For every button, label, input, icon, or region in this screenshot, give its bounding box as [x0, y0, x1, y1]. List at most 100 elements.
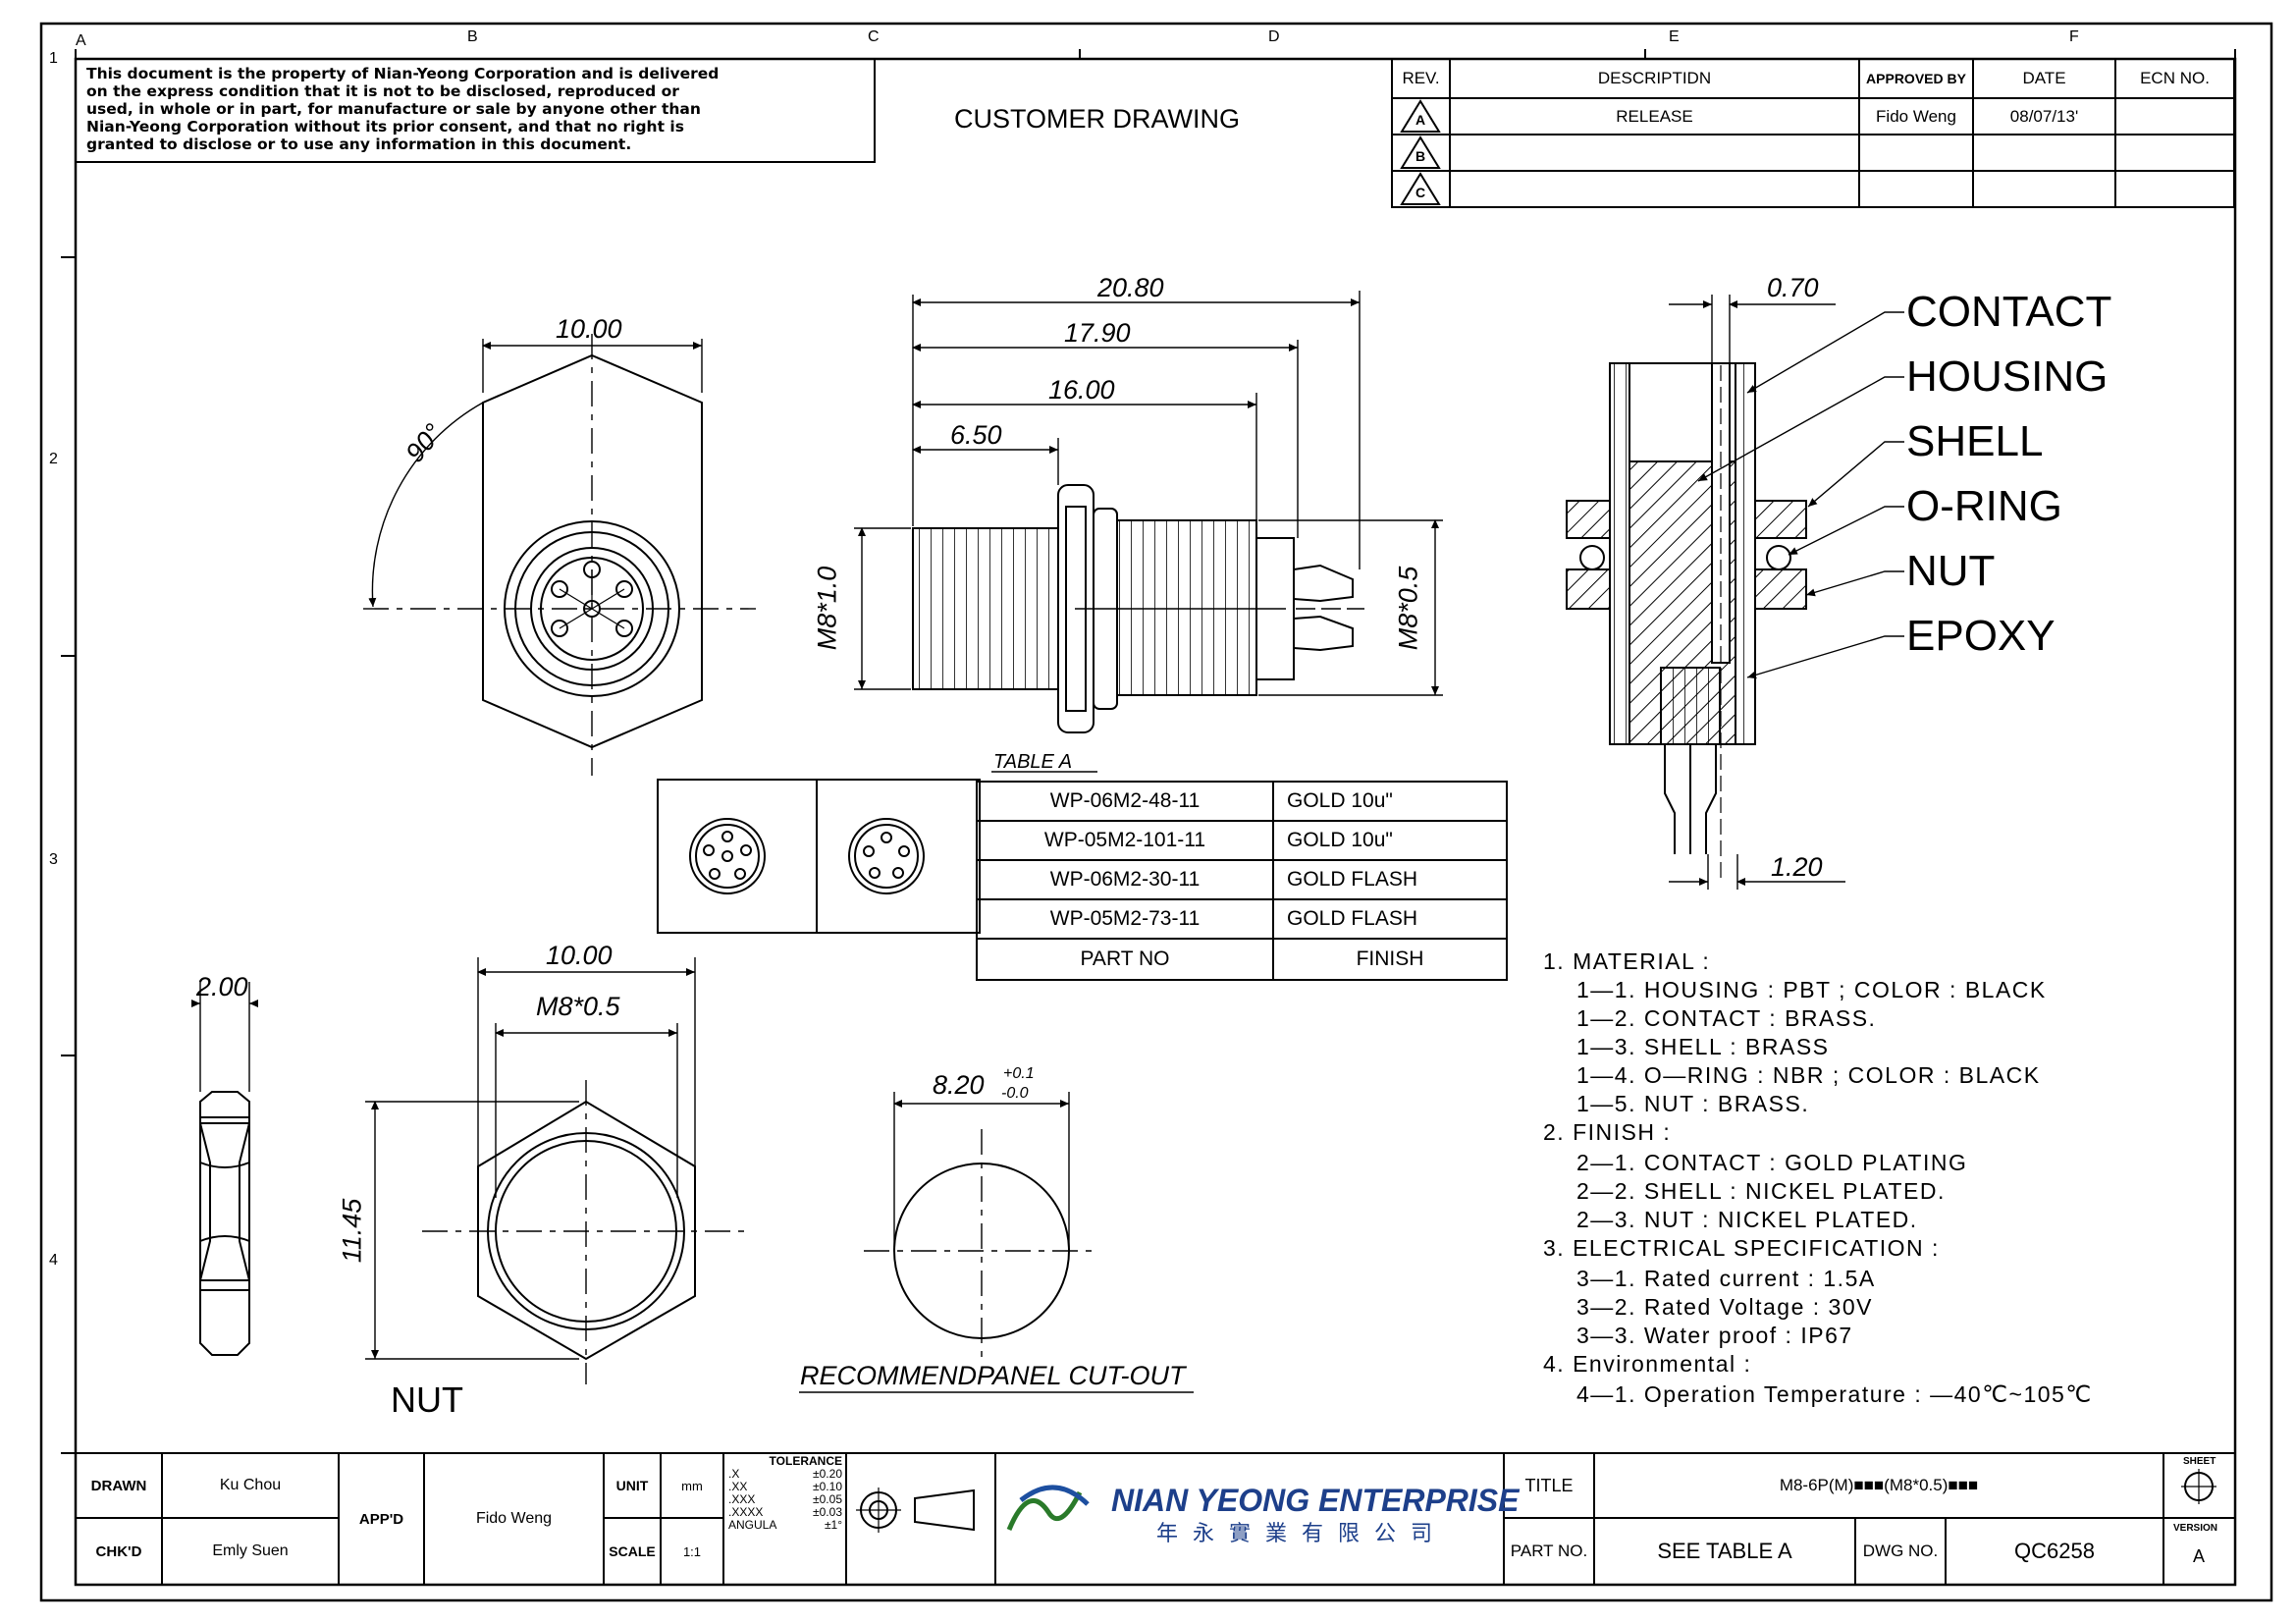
tolerance-value: ±0.03: [813, 1505, 842, 1519]
table-a-title: TABLE A: [993, 751, 1073, 773]
side-dim-6-50: 6.50: [950, 420, 1002, 450]
note-item: 3—2. Rated Voltage : 30V: [1576, 1294, 1873, 1320]
chkd-value: Emly Suen: [212, 1542, 289, 1559]
table-a-finish-3: GOLD FLASH: [1287, 868, 1418, 891]
note-item: 1—5. NUT : BRASS.: [1576, 1091, 1810, 1116]
front-view: [363, 334, 756, 776]
description-header: DESCRIPTIDN: [1597, 69, 1712, 87]
tolerance-key: .XXXX: [728, 1505, 764, 1519]
nut-label: NUT: [391, 1380, 463, 1420]
table-a-finish-1: GOLD 10u": [1287, 789, 1393, 812]
nut-width-dim: 10.00: [546, 941, 613, 970]
zone-col-d: D: [1268, 28, 1280, 45]
nut-side-view: [191, 982, 258, 1356]
note-item: 3—3. Water proof : IP67: [1576, 1323, 1853, 1348]
cutout-tol-minus: -0.0: [1001, 1085, 1029, 1102]
note-item: 1—2. CONTACT : BRASS.: [1576, 1005, 1877, 1031]
note-item: 1—4. O—RING : NBR ; COLOR : BLACK: [1576, 1062, 2041, 1088]
note-heading: 4. Environmental :: [1543, 1351, 1752, 1377]
sheet-label: SHEET: [2183, 1456, 2216, 1467]
section-dim-1-20: 1.20: [1771, 852, 1823, 882]
tolerance-key: ANGULA: [728, 1518, 777, 1532]
version-label: VERSION: [2173, 1523, 2218, 1534]
rev-c-letter: C: [1415, 185, 1426, 200]
partno-label: PART NO.: [1510, 1542, 1588, 1560]
tolerance-key: .XXX: [728, 1492, 756, 1506]
cutout-tol-plus: +0.1: [1003, 1065, 1035, 1082]
cutout-dim: 8.20: [933, 1070, 985, 1100]
chkd-label: CHK'D: [95, 1542, 142, 1560]
side-view: [854, 291, 1443, 733]
callout-o-ring: O-RING: [1906, 482, 2062, 530]
scale-value: 1:1: [682, 1543, 702, 1559]
zone-row-3: 3: [49, 851, 58, 868]
note-heading: 3. ELECTRICAL SPECIFICATION :: [1543, 1235, 1940, 1261]
table-a-finish-4: GOLD FLASH: [1287, 907, 1418, 930]
side-dim-17-90: 17.90: [1064, 318, 1131, 348]
title-label: TITLE: [1524, 1475, 1574, 1495]
side-thread-left: M8*1.0: [812, 566, 842, 651]
zone-col-c: C: [868, 28, 880, 45]
date-header: DATE: [2022, 69, 2066, 87]
side-thread-right: M8*0.5: [1393, 566, 1423, 651]
partno-value: SEE TABLE A: [1657, 1539, 1792, 1563]
front-width-dim: 10.00: [556, 314, 622, 344]
zone-row-1: 1: [49, 50, 58, 67]
rev-a-date: 08/07/13': [2009, 106, 2079, 126]
callout-epoxy: EPOXY: [1906, 612, 2056, 660]
note-heading: 1. MATERIAL :: [1543, 948, 1711, 974]
rev-header: REV.: [1402, 69, 1440, 87]
drawn-label: DRAWN: [90, 1477, 147, 1494]
notice-box: [75, 58, 876, 163]
side-dim-16-00: 16.00: [1048, 375, 1115, 405]
tolerance-row: .X±0.20: [728, 1468, 842, 1481]
drawn-value: Ku Chou: [219, 1477, 282, 1493]
nut-front-view: [365, 957, 746, 1384]
scale-label: SCALE: [609, 1543, 656, 1559]
note-item: 1—1. HOUSING : PBT ; COLOR : BLACK: [1576, 977, 2047, 1002]
nut-height-dim: 11.45: [337, 1198, 367, 1264]
zone-col-e: E: [1669, 28, 1680, 45]
tolerance-value: ±0.20: [813, 1467, 842, 1481]
table-a-header-part: PART NO: [1080, 947, 1170, 970]
confidentiality-notice: This document is the property of Nian-Ye…: [86, 65, 720, 153]
zone-col-b: B: [467, 28, 478, 45]
company-logo: [1006, 1485, 1090, 1531]
appd-value: Fido Weng: [475, 1510, 553, 1527]
rev-a-letter: A: [1415, 112, 1426, 128]
note-item: 1—3. SHELL : BRASS: [1576, 1034, 1830, 1059]
zone-col-a: A: [76, 32, 86, 49]
company-name: NIAN YEONG ENTERPRISE: [1111, 1483, 1520, 1518]
note-item: 2—1. CONTACT : GOLD PLATING: [1576, 1150, 1968, 1175]
table-a-part-4: WP-05M2-73-11: [1049, 907, 1201, 930]
appd-label: APP'D: [358, 1510, 404, 1528]
callout-contact: CONTACT: [1906, 288, 2112, 336]
tolerance-row: ANGULA ±1°: [728, 1519, 842, 1532]
version-value: A: [2193, 1546, 2206, 1566]
dwgno-value: QC6258: [2014, 1539, 2095, 1563]
table-a-part-3: WP-06M2-30-11: [1049, 868, 1201, 891]
rev-b-letter: B: [1415, 148, 1426, 164]
tolerance-row: .XXXX ±0.03: [728, 1506, 842, 1519]
cutout-view: [799, 1092, 1194, 1393]
table-a-header-finish: FINISH: [1356, 947, 1424, 970]
title-value: M8-6P(M)■■■(M8*0.5)■■■: [1779, 1476, 1979, 1494]
tolerance-key: .XX: [728, 1480, 748, 1493]
rev-a-approved: Fido Weng: [1876, 106, 1956, 126]
ecn-header: ECN NO.: [2140, 69, 2210, 87]
table-a-finish-2: GOLD 10u": [1287, 829, 1393, 851]
callout-shell: SHELL: [1906, 417, 2044, 465]
cutout-label: RECOMMENDPANEL CUT-OUT: [800, 1361, 1186, 1390]
drawing-title: CUSTOMER DRAWING: [954, 104, 1241, 134]
tolerance-row: .XXX±0.05: [728, 1493, 842, 1506]
note-item: 2—3. NUT : NICKEL PLATED.: [1576, 1207, 1918, 1232]
zone-row-2: 2: [49, 451, 58, 467]
zone-col-f: F: [2069, 28, 2079, 45]
zone-row-4: 4: [49, 1252, 58, 1269]
unit-label: UNIT: [615, 1478, 649, 1493]
dwgno-label: DWG NO.: [1862, 1542, 1939, 1560]
rev-a-description: RELEASE: [1616, 106, 1693, 126]
tolerance-value: ±1°: [824, 1518, 842, 1532]
